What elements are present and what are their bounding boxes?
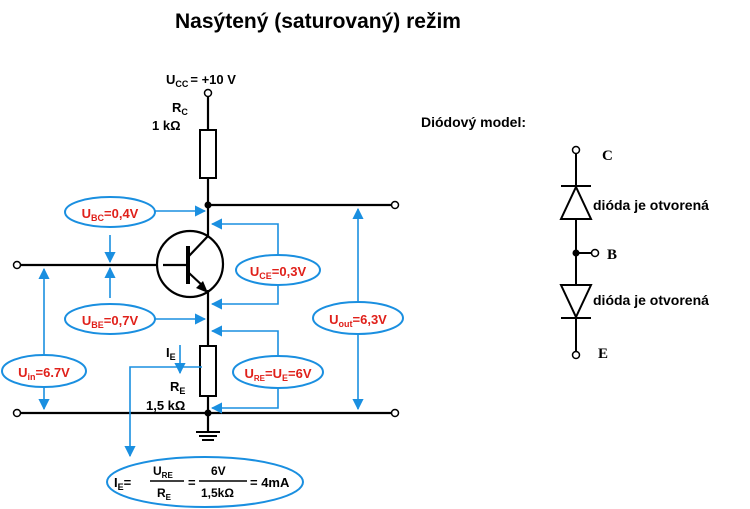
npn-transistor <box>155 226 225 299</box>
svg-text:1,5kΩ: 1,5kΩ <box>201 486 234 500</box>
c-terminal <box>571 145 581 155</box>
diode-model-heading: Diódový model: <box>421 114 526 130</box>
uout-label: Uout=6,3V <box>329 312 387 329</box>
diode-model: C B E dióda je otvorená dióda je otvoren… <box>559 145 709 362</box>
terminal-e-label: E <box>598 346 608 362</box>
ground-rail-terminal-left <box>12 408 22 418</box>
terminals <box>12 88 400 418</box>
measurement-arrows <box>38 205 364 458</box>
diode-be <box>559 284 593 320</box>
resistor-rc <box>199 129 217 179</box>
svg-text:IE=: IE= <box>114 475 132 492</box>
ubc-label: UBC=0,4V <box>82 206 139 223</box>
ure-label: URE=UE=6V <box>244 366 311 383</box>
uce-label: UCE=0,3V <box>250 264 307 281</box>
svg-text:=: = <box>188 475 196 490</box>
ground-rail-terminal-right <box>390 408 400 418</box>
label-ovals <box>1 196 404 508</box>
page-title: Nasýtený (saturovaný) režim <box>175 10 461 33</box>
e-terminal <box>571 350 581 360</box>
diode2-label: dióda je otvorená <box>593 292 709 308</box>
svg-text:URE: URE <box>153 464 173 480</box>
vcc-terminal <box>203 88 213 98</box>
ube-label: UBE=0,7V <box>82 313 139 330</box>
ie-formula: IE= URE RE = 6V 1,5kΩ = 4mA <box>114 464 290 502</box>
ground-symbol <box>196 431 220 441</box>
output-terminal <box>390 200 400 210</box>
terminal-b-label: B <box>607 247 617 263</box>
diode-bc <box>559 184 593 220</box>
svg-text:= 4mA: = 4mA <box>250 475 290 490</box>
ie-label: IE <box>166 345 176 362</box>
junctions <box>204 201 212 417</box>
resistor-re <box>199 345 217 397</box>
terminal-c-label: C <box>602 148 613 164</box>
re-name: RE <box>170 379 185 396</box>
rc-value: 1 kΩ <box>152 118 181 133</box>
vcc-label: UCC= +10 V <box>166 72 236 89</box>
b-terminal <box>590 248 600 258</box>
re-value: 1,5 kΩ <box>146 398 185 413</box>
input-terminal <box>12 260 22 270</box>
svg-text:RE: RE <box>157 486 172 502</box>
svg-text:6V: 6V <box>211 464 226 478</box>
diode1-label: dióda je otvorená <box>593 197 709 213</box>
rc-name: RC <box>172 100 188 117</box>
uin-label: Uin=6.7V <box>18 365 70 382</box>
